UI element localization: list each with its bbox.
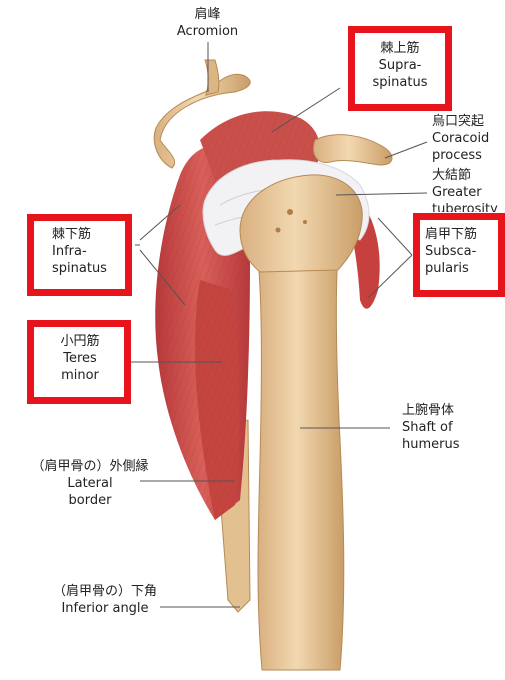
label-greater-tuberosity: 大結節 Greater tuberosity: [432, 167, 505, 212]
label-inferior-angle: （肩甲骨の）下角 Inferior angle: [40, 583, 170, 617]
humerus-shaft: [258, 250, 344, 670]
label-teres-minor: 小円筋 Teres minor: [40, 333, 120, 384]
label-subscapularis: 肩甲下筋 Subsca- pularis: [425, 226, 477, 277]
label-lateral-border: （肩甲骨の）外側縁 Lateral border: [10, 458, 170, 509]
coracoid-bone: [313, 135, 391, 165]
label-supraspinatus: 棘上筋 Supra- spinatus: [355, 40, 445, 91]
label-coracoid: 烏口突起 Coracoid process: [432, 113, 489, 164]
label-acromion: 肩峰 Acromion: [160, 6, 255, 40]
label-infraspinatus: 棘下筋 Infra- spinatus: [52, 226, 107, 277]
label-shaft-of-humerus: 上腕骨体 Shaft of humerus: [402, 402, 460, 453]
